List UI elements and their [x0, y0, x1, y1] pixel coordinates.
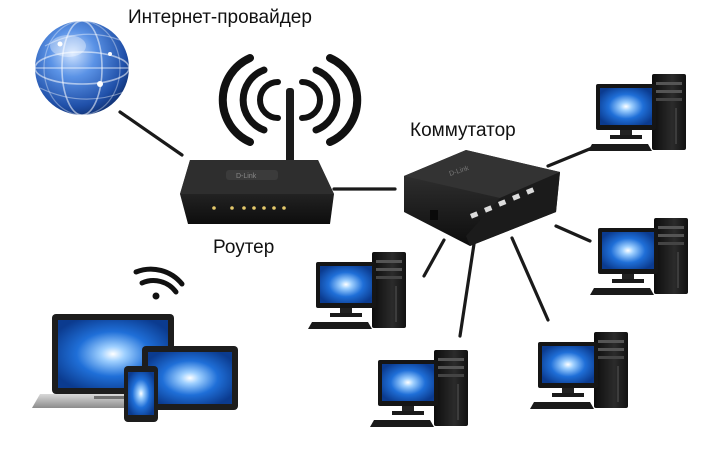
desktop-pc-icon	[589, 217, 689, 296]
router-brand: D-Link	[236, 173, 257, 180]
desktop-pc-icon	[587, 73, 687, 152]
tablet-icon	[142, 346, 238, 410]
link-switch-pc5	[422, 238, 446, 278]
wifi-icon	[133, 266, 185, 300]
connection-lines	[118, 110, 594, 338]
switch-icon: D-Link	[404, 150, 560, 246]
link-switch-pc3	[510, 236, 550, 322]
link-switch-pc1	[546, 146, 594, 168]
isp-label: Интернет-провайдер	[128, 7, 312, 28]
wifi-icon	[218, 54, 362, 146]
switch-label: Коммутатор	[410, 120, 516, 141]
router-icon: D-Link	[180, 54, 362, 224]
globe-icon	[34, 20, 130, 116]
link-switch-pc2	[554, 224, 592, 243]
smartphone-icon	[124, 366, 158, 422]
desktop-pc-icon	[369, 349, 469, 428]
router-label: Роутер	[213, 237, 275, 258]
link-isp-router	[118, 110, 184, 157]
link-switch-pc4	[458, 242, 476, 338]
desktop-pc-icon	[307, 251, 407, 330]
desktop-pc-icon	[529, 331, 629, 410]
